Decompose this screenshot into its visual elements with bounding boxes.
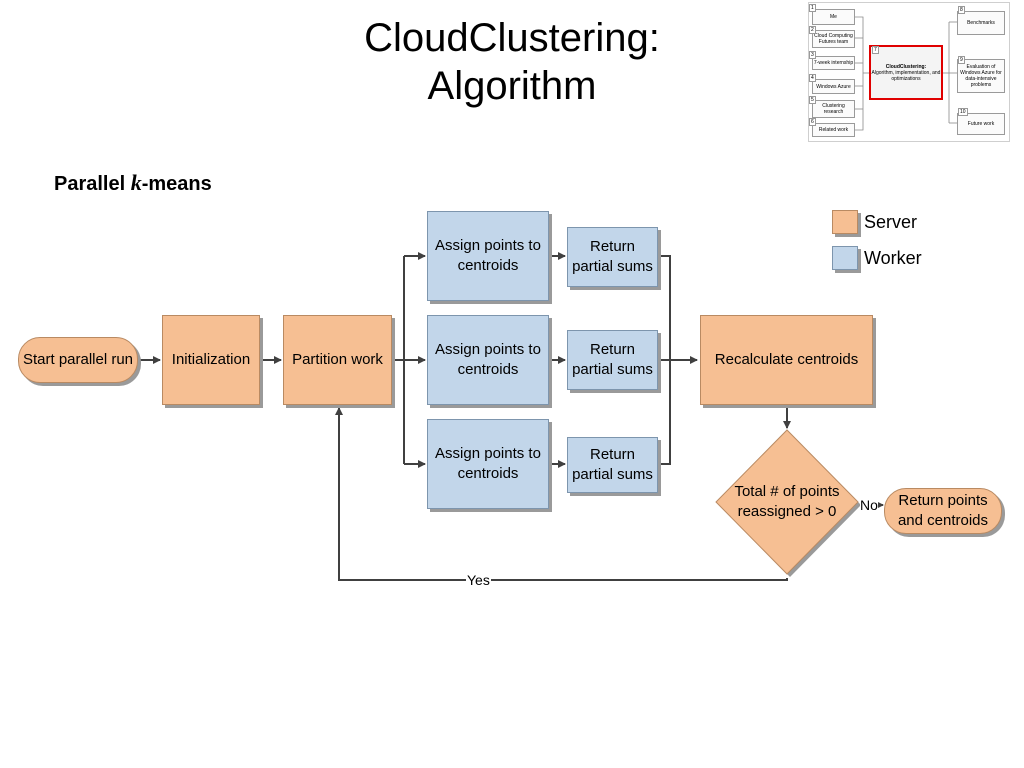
return-partial-sums-node-3: Return partial sums (567, 437, 658, 493)
end-node: Return points and centroids (884, 488, 1002, 534)
thumb-num-8: 8 (958, 6, 965, 14)
initialization-node: Initialization (162, 315, 260, 405)
thumb-num-5: 5 (809, 96, 816, 104)
thumbnail-connectors (855, 16, 957, 131)
thumb-num-1: 1 (809, 4, 816, 12)
thumb-item-5[interactable]: Clustering research (812, 100, 855, 118)
start-node: Start parallel run (18, 337, 138, 383)
no-label: No (860, 497, 878, 513)
assign-points-node-1: Assign points to centroids (427, 211, 549, 301)
thumb-item-8[interactable]: Benchmarks (957, 11, 1005, 35)
legend-server-swatch (832, 210, 858, 234)
thumb-item-3[interactable]: 7-week internship (812, 56, 855, 70)
thumb-num-3: 3 (809, 51, 816, 59)
heading-prefix: Parallel (54, 173, 131, 195)
section-heading: Parallel k-means (54, 170, 212, 196)
heading-k: k (130, 170, 142, 195)
outline-thumbnail[interactable]: Me 1 Cloud Computing Futures team 2 7-we… (808, 2, 1010, 142)
thumb-item-10[interactable]: Future work (957, 113, 1005, 135)
thumb-num-10: 10 (958, 108, 968, 116)
assign-points-node-2: Assign points to centroids (427, 315, 549, 405)
slide-title: CloudClustering: Algorithm (262, 14, 762, 110)
decision-diamond (715, 429, 859, 575)
assign-points-node-3: Assign points to centroids (427, 419, 549, 509)
title-line-1: CloudClustering: (364, 16, 660, 60)
thumb-num-7: 7 (872, 46, 879, 54)
thumb-item-4[interactable]: Windows Azure (812, 79, 855, 94)
legend-worker-label: Worker (864, 248, 922, 268)
thumb-num-2: 2 (809, 26, 816, 34)
thumb-item-2[interactable]: Cloud Computing Futures team (812, 30, 855, 48)
thumb-current-slide[interactable]: CloudClustering:Algorithm, implementatio… (869, 45, 943, 100)
legend-server-label: Server (864, 212, 918, 232)
partition-work-node: Partition work (283, 315, 392, 405)
thumb-item-6[interactable]: Related work (812, 123, 855, 137)
decision-label: Total # of points reassigned > 0 (734, 483, 840, 520)
thumb-num-6: 6 (809, 118, 816, 126)
thumb-num-4: 4 (809, 74, 816, 82)
edge-return-fanin-1 (658, 255, 671, 360)
return-partial-sums-node-1: Return partial sums (567, 227, 658, 287)
recalculate-centroids-node: Recalculate centroids (700, 315, 873, 405)
thumb-num-9: 9 (958, 56, 965, 64)
edge-return-fanin-3 (658, 360, 671, 465)
return-partial-sums-node-2: Return partial sums (567, 330, 658, 390)
heading-suffix: -means (141, 173, 212, 195)
thumb-item-1[interactable]: Me (812, 9, 855, 25)
legend-worker-swatch (832, 246, 858, 270)
yes-label: Yes (466, 572, 491, 588)
thumb-item-9[interactable]: Evaluation of Windows Azure for data-int… (957, 59, 1005, 93)
title-line-2: Algorithm (427, 64, 597, 108)
edge-decision-yes-loop (335, 407, 788, 581)
